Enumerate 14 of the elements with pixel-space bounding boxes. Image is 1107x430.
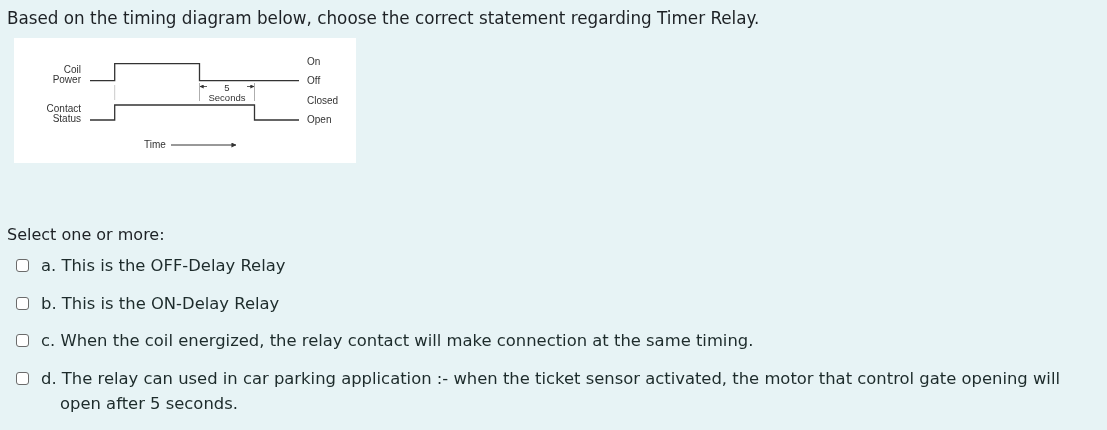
state-label: Closed (307, 96, 339, 106)
option-text: d. The relay can used in car parking application :- when the ticket sensor activated, the motor that control gate opening will open after 5 seconds. (41, 367, 1061, 415)
option-text: a. This is the OFF-Delay Relay (41, 254, 286, 277)
signal-label: Coil Power (51, 65, 81, 85)
state-label: On (307, 57, 321, 67)
question-text: Based on the timing diagram below, choose the correct statement regarding Timer Relay. (7, 7, 760, 29)
instruction-text: Select one or more: (7, 225, 165, 245)
duration-label: 5 Seconds (208, 83, 246, 103)
option-text: b. This is the ON-Delay Relay (41, 292, 280, 315)
option-text: c. When the coil energized, the relay contact will make connection at the same timing. (41, 329, 754, 352)
signal-label: Contact Status (45, 104, 81, 124)
state-label: Open (307, 115, 332, 125)
state-label: Off (307, 76, 321, 86)
axis-label: Time (144, 140, 166, 150)
